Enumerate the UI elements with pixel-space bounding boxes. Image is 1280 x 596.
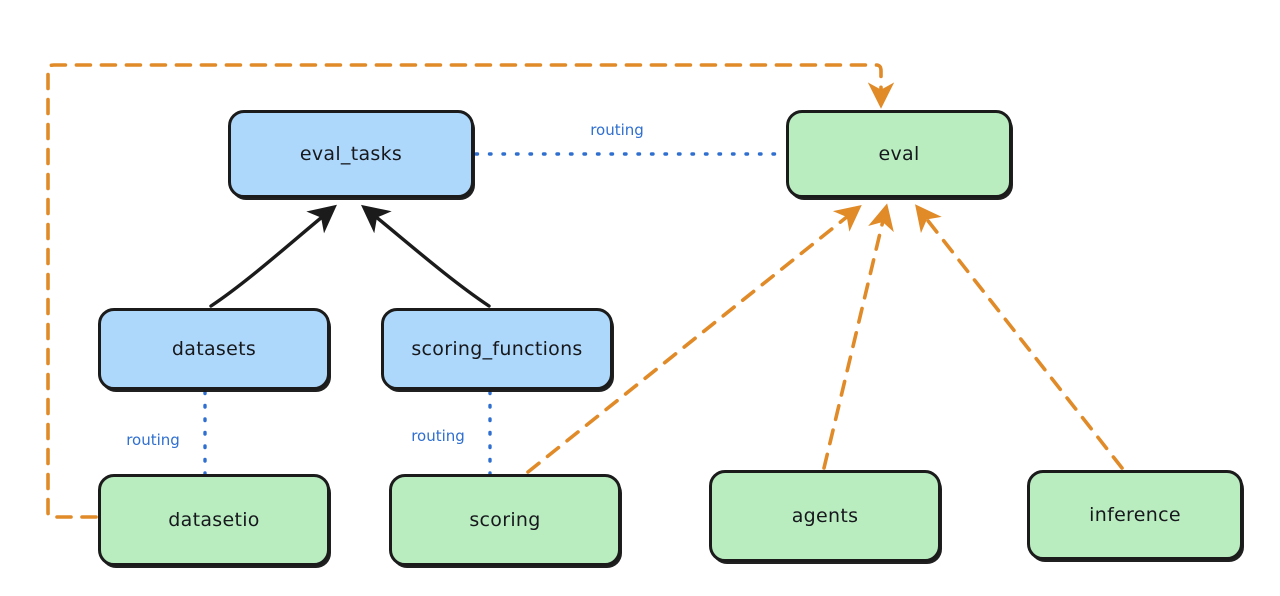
node-label-inference: inference bbox=[1089, 504, 1181, 526]
edge-datasetio-to-eval bbox=[46, 63, 895, 519]
edge-label-routing-eval: routing bbox=[590, 121, 644, 139]
node-label-eval: eval bbox=[878, 143, 920, 165]
edge-label-routing-scoring: routing bbox=[411, 427, 465, 445]
edge-datasets-to-eval-tasks bbox=[209, 204, 337, 308]
node-eval[interactable]: eval bbox=[786, 110, 1012, 198]
node-scoring[interactable]: scoring bbox=[389, 474, 621, 566]
node-agents[interactable]: agents bbox=[709, 470, 941, 562]
edge-inference-to-eval bbox=[915, 204, 1124, 470]
edge-scoring-to-eval bbox=[526, 205, 862, 474]
node-label-datasetio: datasetio bbox=[168, 509, 260, 531]
node-datasets[interactable]: datasets bbox=[98, 308, 330, 390]
edge-label-routing-datasetio: routing bbox=[126, 431, 180, 449]
node-label-scoring: scoring bbox=[469, 509, 541, 531]
node-label-eval-tasks: eval_tasks bbox=[299, 143, 403, 165]
node-datasetio[interactable]: datasetio bbox=[98, 474, 330, 566]
node-scoring-functions[interactable]: scoring_functions bbox=[381, 308, 613, 390]
node-label-agents: agents bbox=[791, 505, 859, 527]
edge-scoring-functions-to-eval-tasks bbox=[361, 204, 491, 308]
edge-agents-to-eval bbox=[822, 203, 894, 470]
node-inference[interactable]: inference bbox=[1027, 470, 1243, 560]
node-eval-tasks[interactable]: eval_tasks bbox=[228, 110, 474, 198]
node-label-datasets: datasets bbox=[171, 338, 257, 360]
node-label-scoring-functions: scoring_functions bbox=[411, 338, 583, 360]
